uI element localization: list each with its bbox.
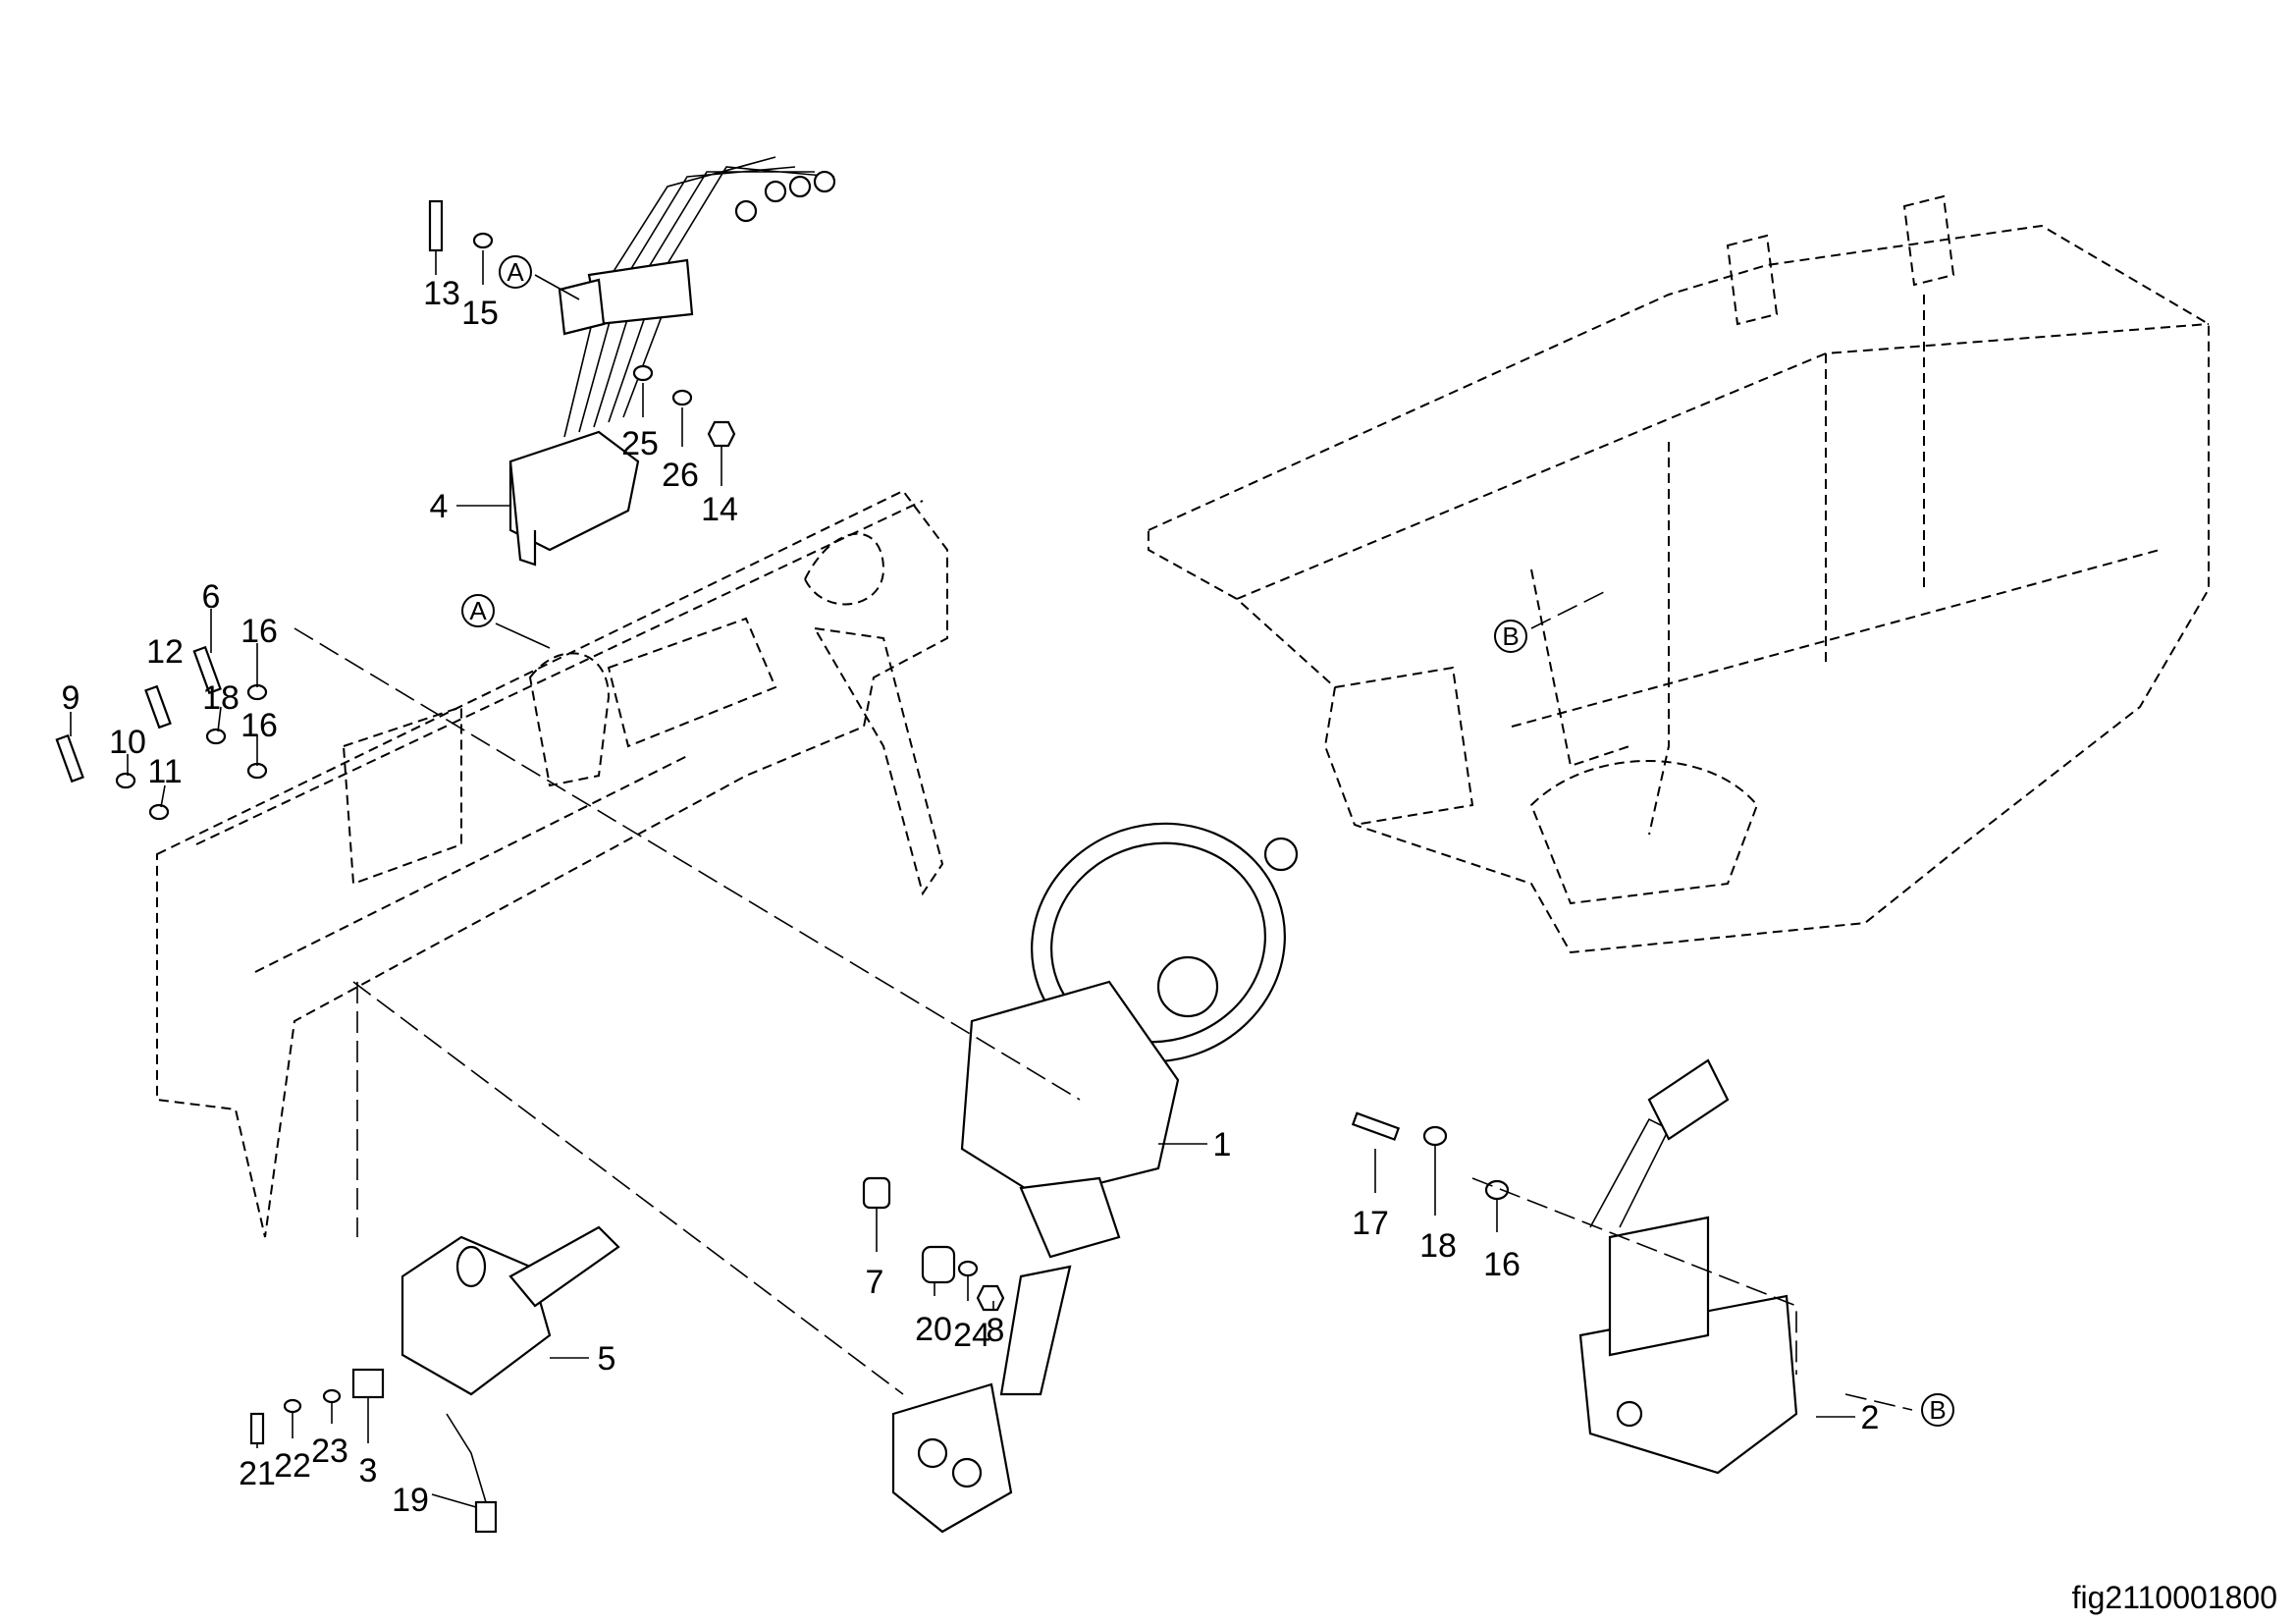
callout-15: 15 [461, 295, 499, 332]
reference-marker-a-frame: A [461, 594, 495, 627]
callout-25: 25 [621, 425, 659, 462]
callout-3: 3 [359, 1452, 378, 1489]
callout-5: 5 [598, 1340, 616, 1378]
callout-24: 24 [953, 1317, 990, 1354]
callout-4: 4 [430, 488, 449, 525]
callout-17: 17 [1352, 1205, 1389, 1242]
control-valve-assembly [508, 156, 836, 567]
callout-11: 11 [147, 753, 182, 790]
callout-20: 20 [915, 1311, 952, 1348]
svg-text:A: A [469, 596, 487, 625]
callout-23: 23 [311, 1433, 348, 1470]
hardware-parts [55, 199, 1510, 1534]
callout-26: 26 [662, 457, 699, 494]
front-frame-outline [156, 489, 948, 1238]
callout-12: 12 [146, 633, 184, 671]
callout-7: 7 [866, 1264, 884, 1301]
callout-16: 16 [240, 613, 278, 650]
reference-marker-b-pedal: B [1921, 1393, 1954, 1427]
callout-18: 18 [202, 679, 240, 717]
callout-10: 10 [109, 724, 146, 761]
callout-8: 8 [987, 1312, 1005, 1349]
svg-text:A: A [507, 257, 524, 287]
reference-marker-a-top: A [499, 255, 532, 289]
rear-frame-outline [1148, 194, 2210, 954]
parking-brake-lever [400, 1225, 620, 1396]
callout-16: 16 [1483, 1246, 1521, 1283]
callout-14: 14 [701, 491, 738, 528]
callout-13: 13 [423, 275, 460, 312]
callout-9: 9 [62, 679, 80, 717]
svg-text:B: B [1929, 1395, 1946, 1425]
callout-22: 22 [274, 1447, 311, 1485]
leader-lines [70, 250, 1913, 1508]
callout-2: 2 [1861, 1399, 1880, 1436]
callout-21: 21 [239, 1455, 276, 1492]
svg-text:B: B [1502, 622, 1519, 651]
figure-id-label: fig2110001800 [2072, 1580, 2277, 1615]
steering-column-assembly [891, 822, 1299, 1534]
callout-6: 6 [202, 578, 221, 616]
callout-18: 18 [1419, 1227, 1457, 1265]
reference-marker-b-frame: B [1494, 620, 1527, 653]
brake-pedal-assembly [1578, 1058, 1798, 1475]
callout-19: 19 [392, 1482, 429, 1519]
callout-1: 1 [1213, 1126, 1232, 1163]
callout-16: 16 [240, 707, 278, 744]
